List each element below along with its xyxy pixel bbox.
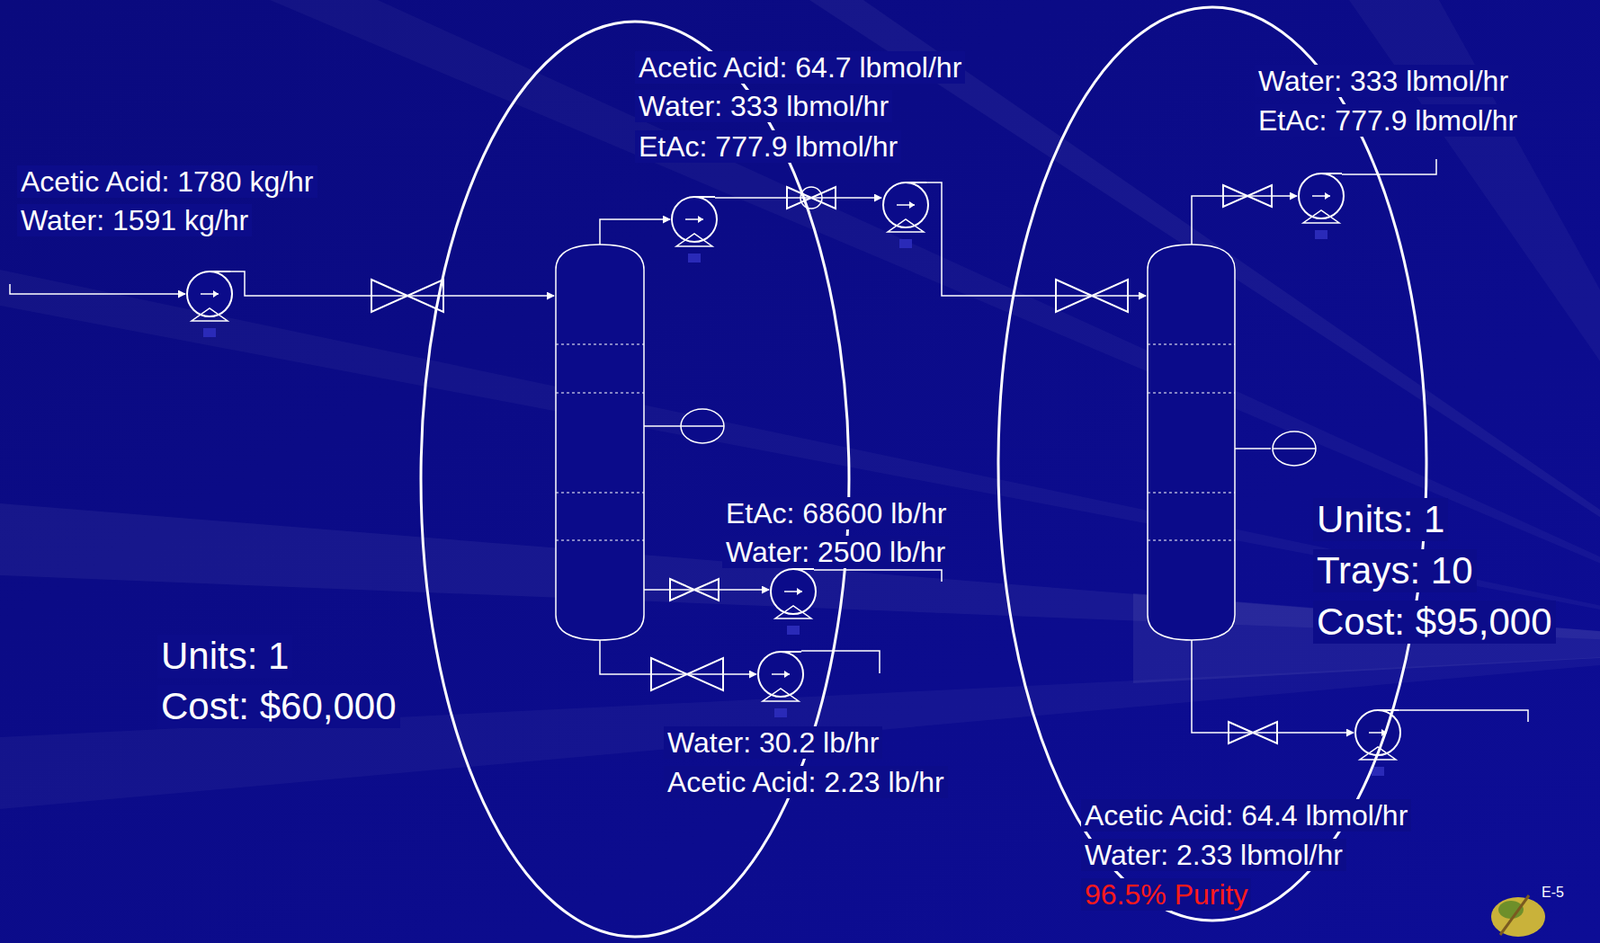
valve-symbol xyxy=(1223,185,1272,207)
pump-symbol xyxy=(671,196,717,263)
bottoms-pipe xyxy=(801,651,880,674)
feed-pipe xyxy=(230,271,555,296)
valve-symbol xyxy=(1055,279,1128,313)
stream-label: Water: 1591 kg/hr xyxy=(17,204,252,238)
transfer-pipe xyxy=(926,182,1146,296)
stream-label: 96.5% Purity xyxy=(1081,878,1252,912)
side-pipe xyxy=(643,425,681,428)
overhead-pipe xyxy=(715,196,882,199)
valve-symbol xyxy=(670,579,719,601)
stream-label: Water: 333 lbmol/hr xyxy=(1254,64,1512,99)
pump-symbol xyxy=(187,271,233,338)
unit-summary: Units: 1 xyxy=(157,634,293,679)
streak xyxy=(269,0,1600,648)
light-streaks xyxy=(0,0,1600,810)
stream-label: Acetic Acid: 1780 kg/hr xyxy=(17,165,318,199)
stream-label: EtAc: 777.9 lbmol/hr xyxy=(1254,104,1521,138)
pipes xyxy=(9,159,1529,733)
stream-label: Water: 2.33 lbmol/hr xyxy=(1081,839,1347,873)
stream-label: Water: 30.2 lb/hr xyxy=(663,726,883,760)
stream-label: EtAc: 68600 lb/hr xyxy=(722,497,950,531)
unit-summary: Units: 1 xyxy=(1313,498,1449,542)
side-pipe xyxy=(1234,447,1271,450)
pump-symbol xyxy=(1298,173,1344,240)
valve-symbol xyxy=(371,279,444,313)
column xyxy=(1147,244,1235,641)
heat-exchanger-symbol xyxy=(1272,431,1316,466)
slide-number: E-5 xyxy=(1537,884,1568,902)
bottoms-pipe xyxy=(1191,640,1354,733)
ellipse-outline xyxy=(996,5,1429,923)
side-draw-pipe xyxy=(813,570,942,582)
bottoms-pipe xyxy=(1398,710,1529,723)
feed-pipe xyxy=(9,284,186,295)
control-valve-symbol xyxy=(786,187,836,209)
stream-label: Water: 2500 lb/hr xyxy=(722,536,949,570)
heat-exchanger-symbol xyxy=(680,409,725,444)
unit-summary: Cost: $60,000 xyxy=(157,685,401,729)
pump-symbol xyxy=(1355,710,1401,777)
pump-symbol xyxy=(883,182,929,249)
overhead-pipe xyxy=(599,219,671,245)
column xyxy=(555,244,644,641)
pump-symbol xyxy=(770,569,816,635)
bottoms-pipe xyxy=(599,640,757,675)
stream-label: Acetic Acid: 2.23 lb/hr xyxy=(663,766,948,800)
stream-label: Acetic Acid: 64.7 lbmol/hr xyxy=(634,51,966,85)
valve-symbol xyxy=(1228,722,1278,744)
stream-label: Acetic Acid: 64.4 lbmol/hr xyxy=(1081,799,1412,833)
valve-symbol xyxy=(651,658,724,691)
unit-summary: Trays: 10 xyxy=(1313,549,1477,593)
distillate-pipe xyxy=(1191,196,1297,245)
logo xyxy=(1491,895,1546,938)
side-draw-pipe xyxy=(643,589,769,591)
ellipse xyxy=(998,7,1427,921)
pump-symbol xyxy=(758,652,804,718)
stream-label: Water: 333 lbmol/hr xyxy=(634,89,893,124)
column-unit-ellipse: Units: 1Trays: 10Cost: $95,000 xyxy=(996,5,1429,923)
distillate-pipe xyxy=(1341,159,1437,175)
stream-label: EtAc: 777.9 lbmol/hr xyxy=(634,130,902,164)
unit-summary: Cost: $95,000 xyxy=(1313,600,1556,644)
